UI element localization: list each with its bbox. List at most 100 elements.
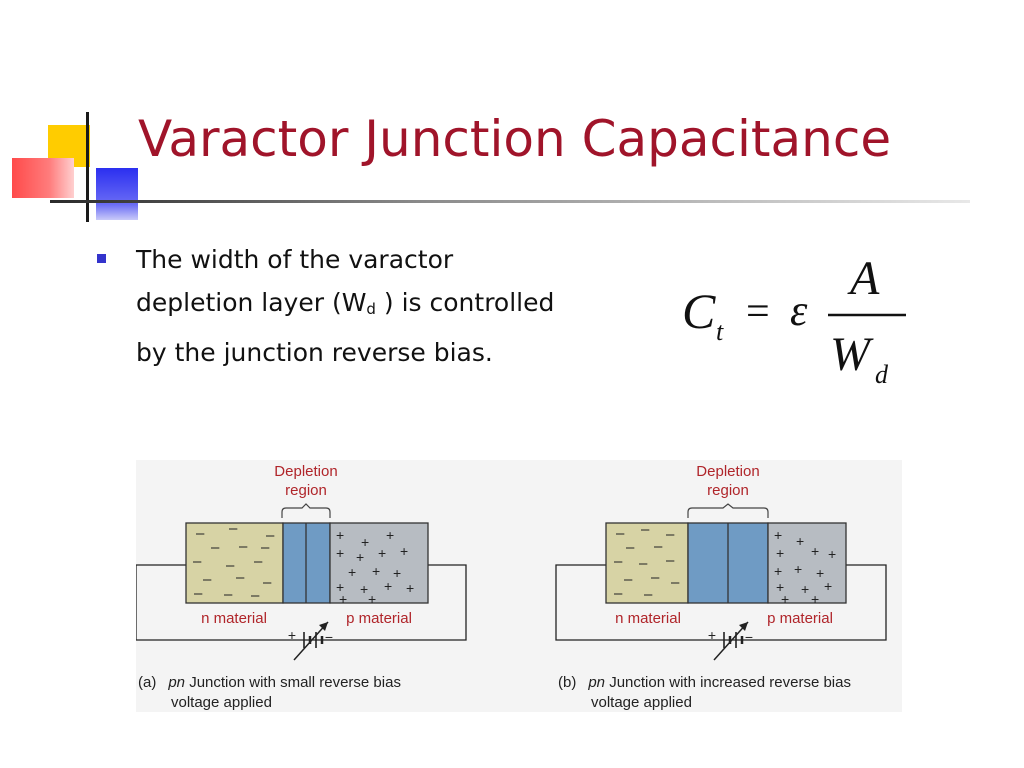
svg-text:–: – — [654, 538, 663, 555]
svg-text:+: + — [360, 581, 368, 597]
svg-text:+: + — [774, 527, 782, 543]
svg-text:–: – — [666, 526, 675, 543]
svg-text:–: – — [239, 538, 248, 555]
logo-vertical-line — [86, 112, 89, 222]
title-underline — [50, 200, 970, 203]
svg-text:+: + — [776, 579, 784, 595]
panel-b-p-region — [767, 522, 847, 604]
formula-epsilon: ε — [790, 286, 808, 335]
svg-text:–: – — [263, 574, 272, 591]
svg-text:+: + — [824, 578, 832, 594]
svg-text:+: + — [336, 527, 344, 543]
svg-text:–: – — [641, 521, 650, 538]
svg-text:+: + — [828, 546, 836, 562]
panel-b-caption-line2: voltage applied — [591, 694, 692, 711]
panel-b-n-charges: ––– –– ––– ––– –– — [614, 521, 680, 603]
panel-a-circuit-wire — [135, 564, 467, 641]
svg-text:–: – — [261, 539, 270, 556]
svg-text:+: + — [336, 579, 344, 595]
formula-numerator: A — [847, 252, 880, 305]
corner-logo — [0, 0, 140, 230]
svg-text:+: + — [361, 534, 369, 550]
svg-text:+: + — [368, 591, 376, 607]
formula-lhs: C — [682, 283, 716, 339]
slide-title: Varactor Junction Capacitance — [138, 110, 892, 168]
panel-a-variable-battery — [293, 621, 329, 661]
panel-a-n-label: n material — [201, 610, 267, 627]
panel-a-p-label: p material — [346, 610, 412, 627]
svg-text:–: – — [196, 525, 205, 542]
svg-text:+: + — [801, 581, 809, 597]
svg-text:+: + — [796, 533, 804, 549]
svg-text:+: + — [348, 564, 356, 580]
svg-text:–: – — [236, 569, 245, 586]
panel-b-circuit-wire — [555, 564, 887, 641]
bullet-text: The width of the varactor depletion laye… — [136, 238, 556, 374]
formula-lhs-sub: t — [716, 317, 724, 346]
pn-junction-diagram: Depletion region ––– ––– ––– ––– ––– +++… — [135, 463, 887, 711]
svg-text:–: – — [616, 525, 625, 542]
svg-text:+: + — [400, 543, 408, 559]
panel-a: Depletion region ––– ––– ––– ––– ––– +++… — [135, 463, 467, 711]
formula-equals: = — [746, 289, 770, 335]
svg-text:+: + — [339, 591, 347, 607]
svg-text:–: – — [194, 585, 203, 602]
svg-text:–: – — [193, 553, 202, 570]
svg-text:–: – — [229, 520, 238, 537]
panel-b-battery-minus: − — [745, 629, 753, 645]
svg-text:+: + — [816, 565, 824, 581]
svg-text:+: + — [393, 565, 401, 581]
panel-a-depletion-label-2: region — [285, 482, 327, 499]
panel-b-p-label: p material — [767, 610, 833, 627]
panel-b: Depletion region ––– –– ––– ––– –– ++ ++… — [555, 463, 887, 711]
svg-text:–: – — [644, 586, 653, 603]
svg-text:–: – — [624, 571, 633, 588]
panel-a-n-charges: ––– ––– ––– ––– ––– — [193, 520, 275, 604]
panel-b-variable-battery — [713, 621, 749, 661]
panel-a-caption-line2: voltage applied — [171, 694, 272, 711]
panel-a-n-region — [185, 522, 284, 604]
bullet-text-part1: The width of the varactor depletion laye… — [136, 245, 454, 317]
svg-text:+: + — [372, 563, 380, 579]
svg-text:–: – — [614, 553, 623, 570]
panel-a-battery-minus: − — [325, 629, 333, 645]
svg-text:+: + — [811, 591, 819, 607]
svg-text:+: + — [794, 561, 802, 577]
svg-text:+: + — [336, 545, 344, 561]
formula-denominator: W — [830, 328, 874, 381]
svg-text:+: + — [384, 578, 392, 594]
svg-text:+: + — [406, 580, 414, 596]
panel-a-p-charges: +++ ++++ +++ ++++ ++ — [336, 527, 414, 607]
pn-junction-figure: Depletion region ––– ––– ––– ––– ––– +++… — [135, 460, 902, 712]
svg-text:+: + — [356, 549, 364, 565]
panel-b-depletion-bracket — [687, 503, 769, 518]
panel-a-depletion-bracket — [281, 503, 331, 518]
svg-text:+: + — [386, 527, 394, 543]
svg-text:+: + — [811, 543, 819, 559]
svg-text:+: + — [776, 545, 784, 561]
svg-text:–: – — [254, 553, 263, 570]
panel-a-caption-line1: (a)pn Junction with small reverse bias — [138, 674, 401, 691]
panel-b-p-charges: ++ +++ +++ +++ ++ — [774, 527, 836, 607]
svg-text:–: – — [666, 552, 675, 569]
panel-a-p-region — [329, 522, 429, 604]
svg-text:–: – — [226, 557, 235, 574]
panel-a-battery-plus: + — [288, 627, 296, 643]
panel-b-depletion-label-1: Depletion — [696, 463, 759, 480]
capacitance-formula: C t = ε A W d — [682, 252, 906, 389]
panel-b-caption-line1: (b)pn Junction with increased reverse bi… — [558, 674, 851, 691]
panel-b-n-region — [605, 522, 689, 604]
svg-text:–: – — [639, 555, 648, 572]
svg-text:–: – — [626, 539, 635, 556]
svg-text:–: – — [651, 569, 660, 586]
svg-text:–: – — [224, 586, 233, 603]
formula-denominator-sub: d — [875, 360, 889, 389]
panel-a-depletion-label-1: Depletion — [274, 463, 337, 480]
svg-text:–: – — [211, 539, 220, 556]
svg-text:+: + — [781, 591, 789, 607]
svg-text:–: – — [614, 585, 623, 602]
bullet-marker — [97, 254, 106, 263]
svg-text:–: – — [203, 571, 212, 588]
panel-b-battery-plus: + — [708, 627, 716, 643]
logo-blue-square — [96, 168, 138, 220]
